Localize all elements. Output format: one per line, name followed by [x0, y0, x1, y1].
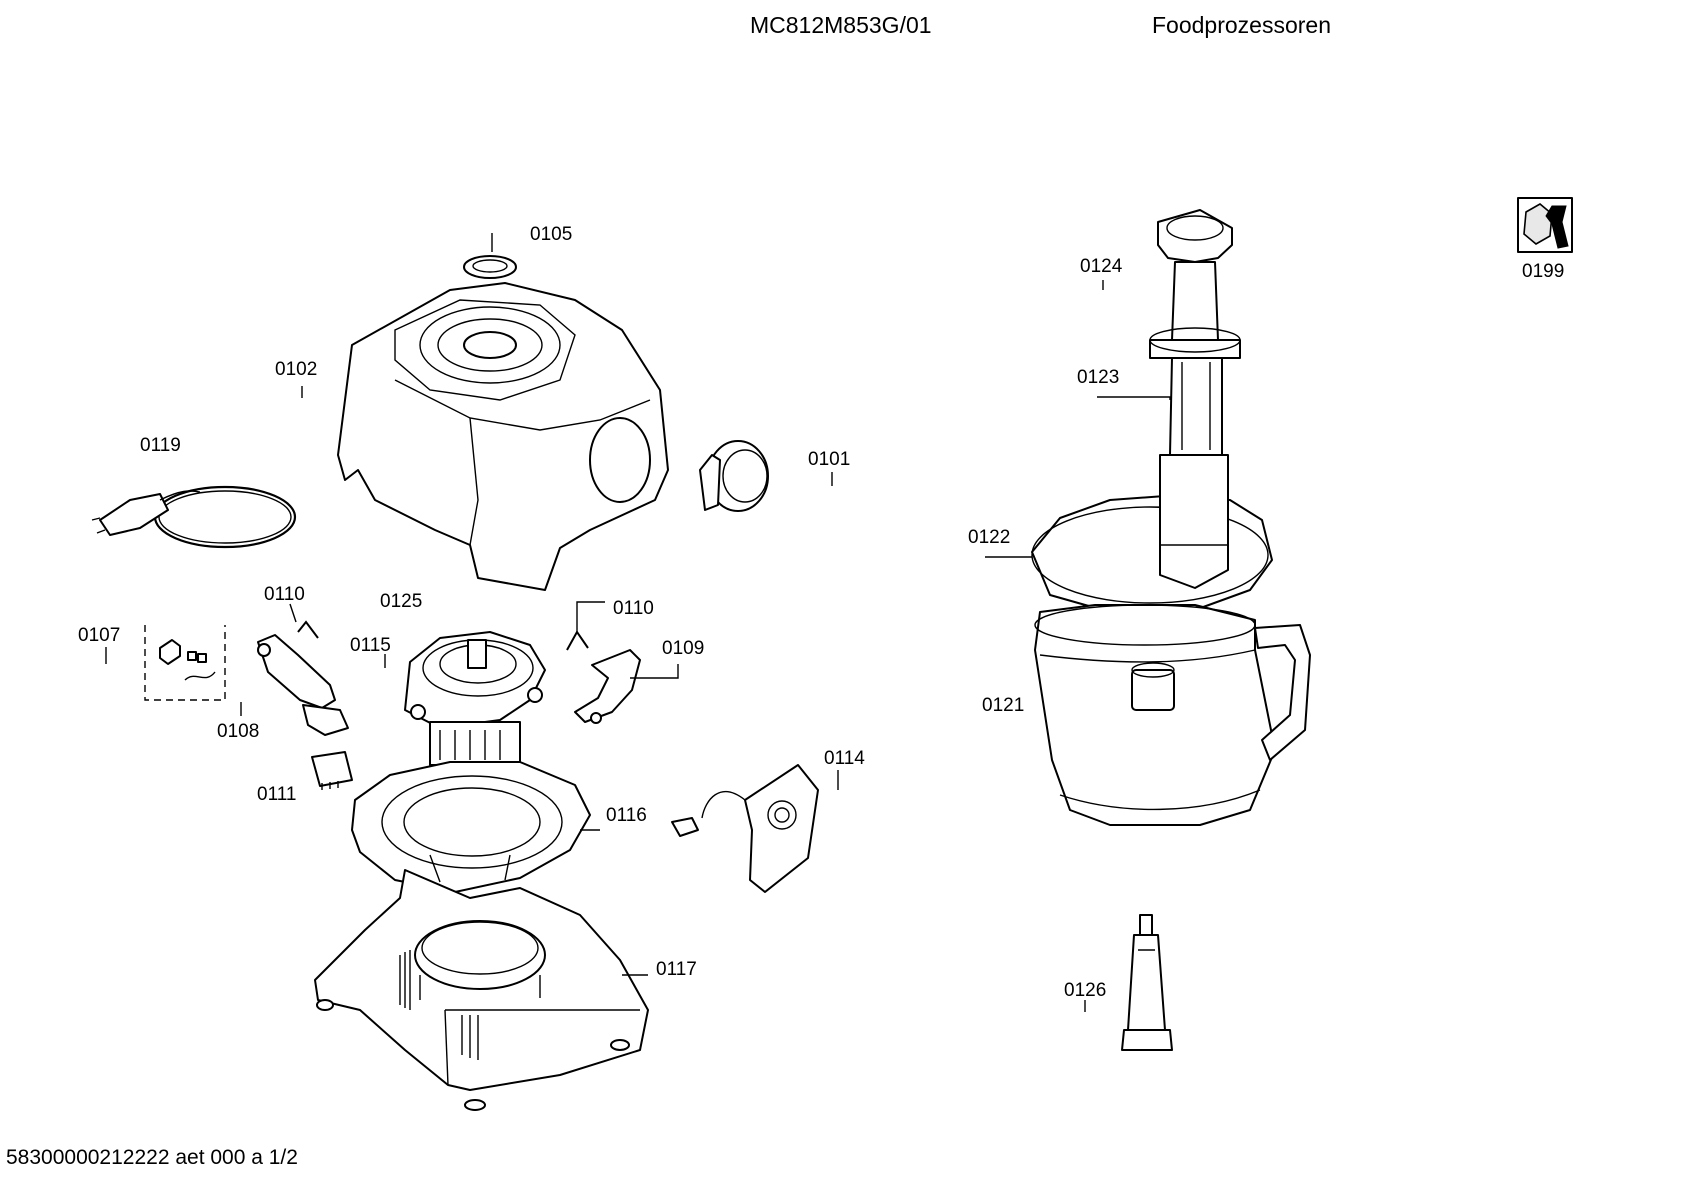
- model-number: MC812M853G/01: [750, 12, 932, 38]
- label-0110-left: 0110: [264, 584, 305, 605]
- label-0123: 0123: [1077, 367, 1119, 388]
- part-0109-bracket[interactable]: [574, 649, 641, 724]
- category-title: Foodprozessoren: [1152, 12, 1331, 38]
- label-0126: 0126: [1064, 980, 1106, 1001]
- label-0115: 0115: [350, 635, 391, 656]
- part-0126-drive-shaft[interactable]: [1121, 914, 1173, 1051]
- part-0110-clip-right[interactable]: [566, 630, 589, 651]
- label-0125: 0125: [380, 591, 422, 612]
- label-0116: 0116: [606, 805, 647, 826]
- label-0122: 0122: [968, 527, 1010, 548]
- part-0111-circuit-board[interactable]: [311, 751, 353, 790]
- part-0123-inner-pusher[interactable]: [1169, 357, 1223, 456]
- part-0115-motor[interactable]: [404, 631, 546, 802]
- part-0110-clip-left[interactable]: [297, 620, 319, 639]
- part-0119-power-cord[interactable]: [91, 485, 297, 549]
- label-0124: 0124: [1080, 256, 1123, 277]
- part-0102-housing-cover[interactable]: [337, 282, 669, 591]
- part-0105-ring[interactable]: [463, 255, 517, 279]
- part-0121-mixing-bowl[interactable]: [1034, 604, 1311, 826]
- label-0109: 0109: [662, 638, 704, 659]
- part-0101-switch[interactable]: [699, 440, 769, 512]
- label-0102: 0102: [275, 359, 317, 380]
- label-0114: 0114: [824, 748, 865, 769]
- label-0121: 0121: [982, 695, 1024, 716]
- label-0101: 0101: [808, 449, 850, 470]
- part-0116-motor-mount[interactable]: [351, 761, 591, 893]
- part-0117-base[interactable]: [314, 869, 649, 1111]
- label-0117: 0117: [656, 959, 697, 980]
- label-0119: 0119: [140, 435, 181, 456]
- label-0110-right: 0110: [613, 598, 654, 619]
- label-0108: 0108: [217, 721, 259, 742]
- wrench-service-icon[interactable]: [1517, 197, 1573, 253]
- label-0111: 0111: [257, 784, 296, 805]
- document-id: 58300000212222 aet 000 a 1/2: [6, 1146, 298, 1169]
- label-0107: 0107: [78, 625, 120, 646]
- part-0122-bowl-lid[interactable]: [1031, 454, 1273, 613]
- label-0105: 0105: [530, 224, 572, 245]
- label-0199: 0199: [1522, 261, 1564, 282]
- part-0124-food-pusher[interactable]: [1149, 209, 1241, 359]
- part-0114-control-module[interactable]: [671, 764, 819, 893]
- part-0107-connector-set[interactable]: [144, 625, 226, 701]
- part-0108-bracket[interactable]: [257, 634, 349, 736]
